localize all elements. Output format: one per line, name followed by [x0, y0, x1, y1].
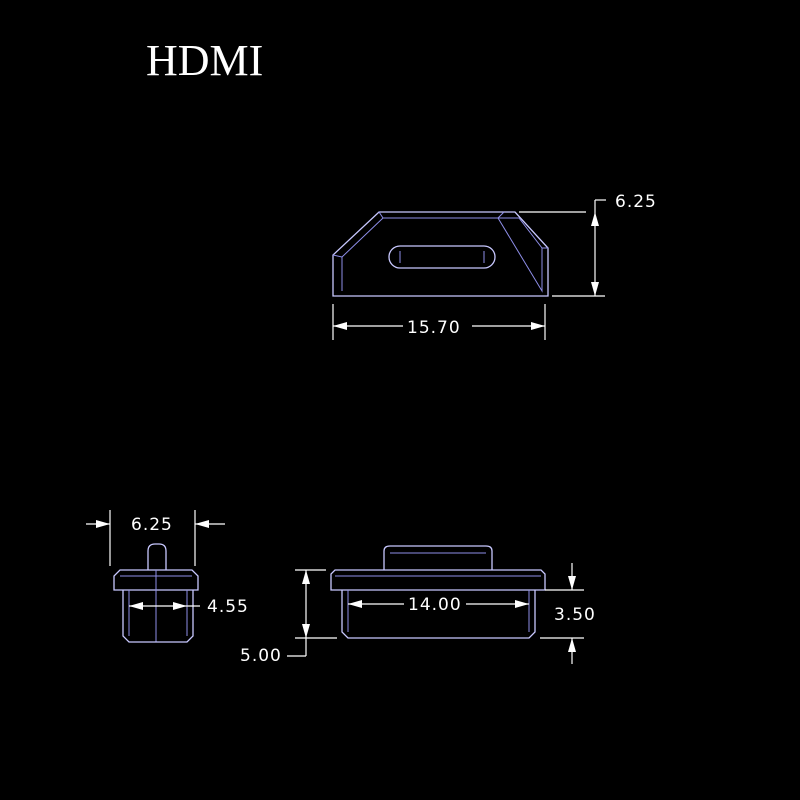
top-view-slot	[388, 245, 496, 269]
front-height-dimension	[287, 569, 337, 657]
top-width-dimension	[332, 304, 546, 340]
front-inner-width-dimension	[348, 600, 529, 608]
top-width-label: 15.70	[407, 318, 461, 338]
front-view-outline	[330, 545, 546, 639]
drawing-title: HDMI	[146, 36, 263, 85]
front-inner-height-dimension	[540, 563, 584, 664]
front-inner-width-label: 14.00	[408, 595, 462, 615]
side-inner-label: 4.55	[207, 597, 249, 617]
front-height-label: 5.00	[240, 646, 282, 666]
side-width-dimension	[86, 510, 225, 566]
side-view-outline	[113, 543, 199, 643]
top-view-outline	[332, 211, 549, 297]
front-inner-height-label: 3.50	[554, 605, 596, 625]
side-width-label: 6.25	[131, 515, 173, 535]
side-inner-dimension	[129, 602, 200, 610]
top-height-label: 6.25	[615, 192, 657, 212]
top-height-dimension	[519, 199, 606, 297]
